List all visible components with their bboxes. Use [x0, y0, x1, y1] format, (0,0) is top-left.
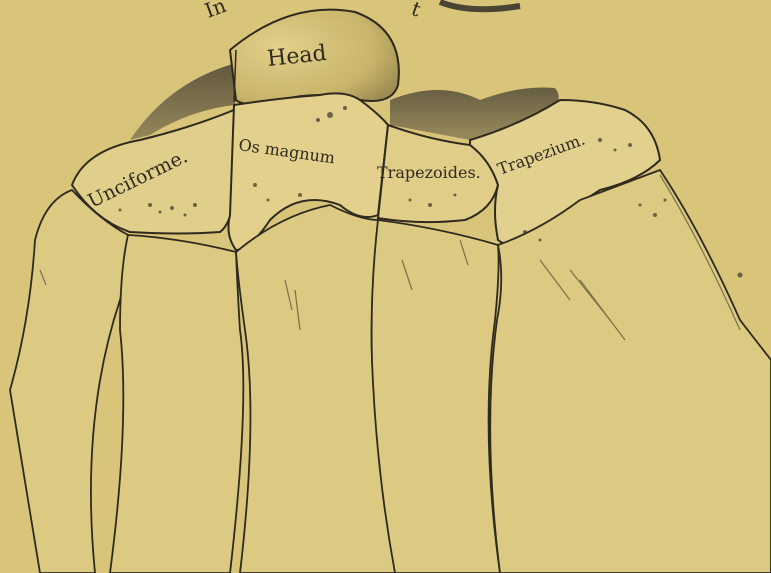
svg-text:In: In: [202, 0, 230, 23]
metacarpal-fourth: [110, 235, 243, 573]
metacarpal-second: [372, 220, 500, 573]
label-trapezoides: Trapezoides.: [377, 163, 481, 182]
metacarpal-first: [490, 170, 771, 573]
metacarpal-fifth: [10, 190, 128, 573]
top-caption-text: t: [408, 0, 424, 21]
